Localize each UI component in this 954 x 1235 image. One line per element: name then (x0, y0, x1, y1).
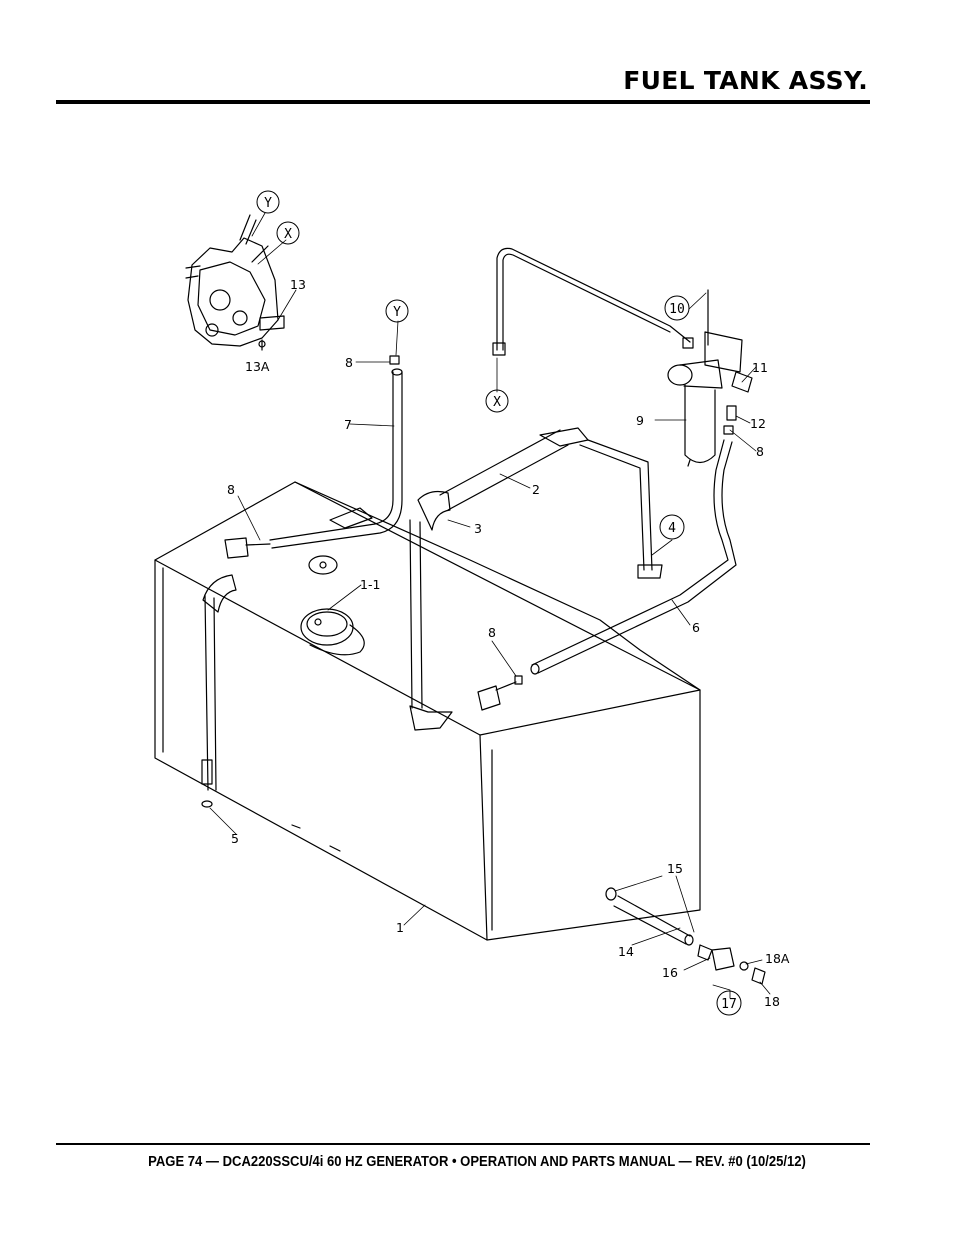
callout-8-top: 8 (345, 355, 353, 370)
callout-11: 11 (752, 360, 768, 375)
callout-18a: 18A (765, 951, 790, 966)
callout-3: 3 (474, 521, 482, 536)
filler-cap (300, 608, 365, 656)
callout-8-left: 8 (227, 482, 235, 497)
callout-15: 15 (667, 861, 683, 876)
callout-12: 12 (750, 416, 766, 431)
callout-13: 13 (290, 277, 306, 292)
header-rule (56, 100, 870, 104)
leader-lines (209, 212, 771, 999)
callout-1: 1 (396, 920, 404, 935)
callout-8-front: 8 (488, 625, 496, 640)
callout-y-2: Y (393, 305, 401, 320)
callout-6: 6 (692, 620, 700, 635)
callout-18: 18 (764, 994, 780, 1009)
vent-line (492, 247, 694, 356)
callout-y-1: Y (264, 196, 272, 211)
elbow-fitting-front (477, 675, 523, 711)
footer-rule (56, 1143, 870, 1145)
return-hose (269, 355, 403, 549)
callout-x-1: X (284, 227, 292, 242)
elbow-fitting-left (224, 537, 271, 559)
tank-straps (202, 427, 663, 791)
page-title: FUEL TANK ASSY. (623, 66, 868, 95)
callout-4: 4 (668, 521, 676, 536)
callout-16: 16 (662, 965, 678, 980)
callout-5: 5 (231, 831, 239, 846)
callout-8-right: 8 (756, 444, 764, 459)
callout-10: 10 (669, 302, 685, 317)
callout-14: 14 (618, 944, 634, 959)
callout-1-1: 1-1 (360, 577, 380, 592)
supply-hose (530, 439, 737, 675)
drain-assembly (605, 887, 766, 985)
fuel-pump-subview (185, 214, 285, 351)
callout-2: 2 (532, 482, 540, 497)
strap-bolt (201, 759, 213, 808)
callout-x-2: X (493, 395, 501, 410)
callout-circles (256, 190, 742, 1016)
callout-17: 17 (721, 997, 737, 1012)
page-footer: PAGE 74 — DCA220SSCU/4i 60 HZ GENERATOR … (148, 1154, 806, 1170)
fuel-filter-assembly (667, 289, 753, 467)
callout-7: 7 (344, 417, 352, 432)
sender-plate (308, 555, 338, 575)
callout-9: 9 (636, 413, 644, 428)
callout-13a: 13A (245, 359, 270, 374)
fuel-tank-body (154, 481, 701, 941)
